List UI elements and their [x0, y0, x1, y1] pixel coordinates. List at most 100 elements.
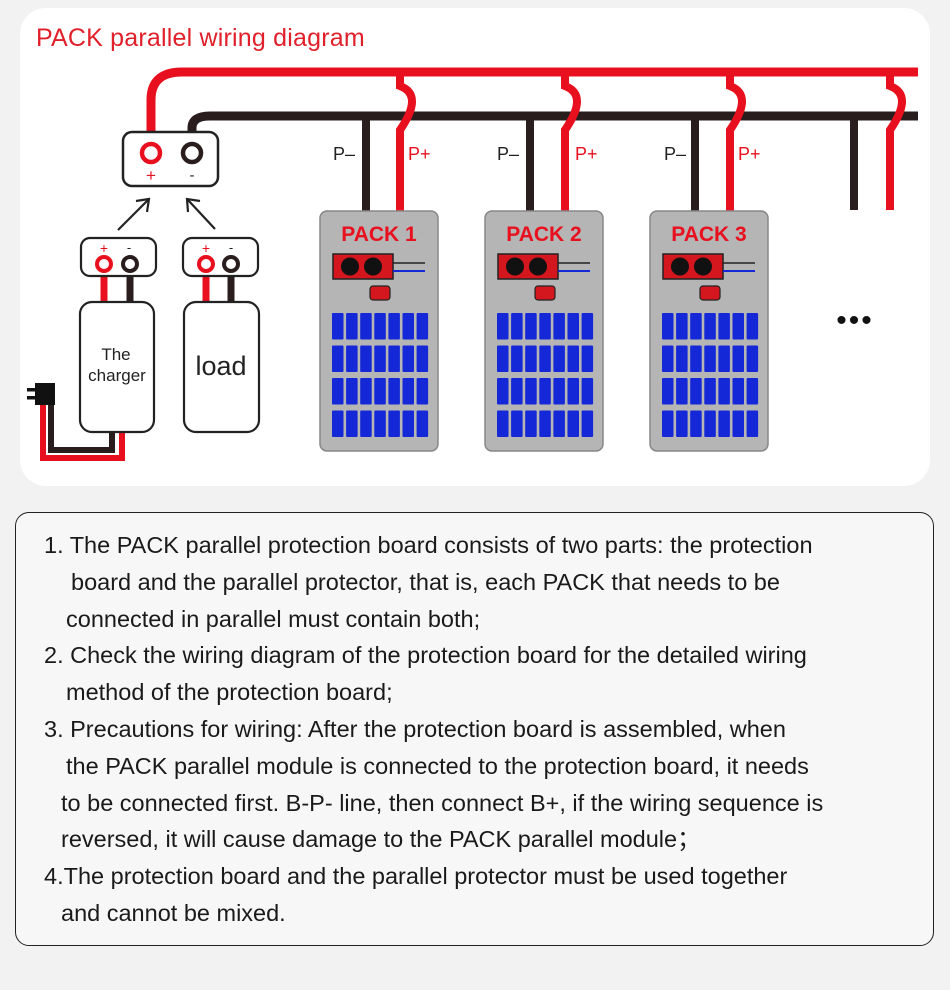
battery-cell-icon	[416, 410, 429, 437]
parallel-protector-icon	[369, 285, 391, 301]
power-plug-icon	[27, 383, 55, 405]
pack-title: PACK 2	[506, 223, 581, 246]
note-line: connected in parallel must contain both;	[66, 605, 481, 632]
connector-negative-terminal	[180, 141, 204, 165]
battery-cell-icon	[676, 345, 688, 372]
battery-cell-icon	[746, 410, 759, 437]
battery-cell-icon	[388, 410, 400, 437]
diagram-title: PACK parallel wiring diagram	[36, 24, 365, 52]
battery-cell-icon	[497, 410, 509, 437]
battery-cell-icon	[567, 410, 579, 437]
pack2-pplus-wire	[561, 72, 581, 212]
battery-cell-icon	[581, 345, 594, 372]
pack-3: PACK 3	[649, 210, 769, 452]
main-connector: + -	[121, 130, 220, 188]
wiring-diagram-card	[20, 8, 930, 486]
battery-cell-icon	[690, 345, 702, 372]
connector-positive-terminal	[139, 141, 163, 165]
battery-cell-icon	[497, 378, 509, 405]
battery-cell-icon	[402, 378, 414, 405]
note-line: the PACK parallel module is connected to…	[66, 752, 809, 779]
pack2-pplus-label: P+	[575, 144, 598, 164]
bus-wires	[146, 67, 918, 212]
pack3-pplus-label: P+	[738, 144, 761, 164]
battery-cell-icon	[402, 313, 414, 340]
charger-body	[78, 300, 156, 434]
load-positive-terminal	[197, 255, 215, 273]
battery-cell-icon	[662, 378, 674, 405]
battery-cell-icon	[525, 313, 537, 340]
battery-cell-icon	[539, 378, 551, 405]
battery-cell-icon	[746, 378, 759, 405]
battery-cell-icon	[662, 345, 674, 372]
note-line: and cannot be mixed.	[61, 899, 286, 926]
battery-cell-icon	[374, 345, 386, 372]
charger-positive-terminal	[95, 255, 113, 273]
battery-cell-icon	[511, 410, 523, 437]
battery-cell-icon	[662, 313, 674, 340]
battery-cell-icon	[360, 345, 372, 372]
pack3-pminus-label: P–	[664, 144, 686, 164]
pack-title: PACK 1	[341, 223, 417, 246]
battery-cell-icon	[567, 378, 579, 405]
battery-cell-icon	[332, 378, 344, 405]
pack3-pplus-wire	[726, 72, 746, 212]
battery-cell-icon	[360, 313, 372, 340]
battery-cell-icon	[553, 313, 565, 340]
battery-cell-icon	[525, 410, 537, 437]
note-line: 4.The protection board and the parallel …	[44, 863, 788, 890]
negative-bus-wire	[187, 111, 918, 142]
battery-cell-icon	[374, 313, 386, 340]
battery-cell-icon	[690, 378, 702, 405]
battery-cell-icon	[732, 378, 744, 405]
battery-cell-icon	[525, 345, 537, 372]
battery-cell-icon	[402, 345, 414, 372]
battery-cell-icon	[332, 410, 344, 437]
battery-cell-icon	[525, 378, 537, 405]
battery-cell-icon	[732, 410, 744, 437]
connector-plus-sign: +	[146, 166, 156, 185]
wiring-diagram: + - + - The charger	[27, 67, 918, 461]
battery-cell-icon	[704, 410, 716, 437]
battery-cell-icon	[360, 378, 372, 405]
battery-cell-icon	[497, 345, 509, 372]
battery-cell-icon	[553, 410, 565, 437]
more-packs-indicator: •••	[836, 304, 874, 337]
parallel-protector-icon	[534, 285, 556, 301]
pack2-pminus-label: P–	[497, 144, 519, 164]
pack-title: PACK 3	[671, 223, 746, 246]
extra-pplus-wire	[886, 72, 906, 210]
charger-negative-terminal	[121, 255, 139, 273]
pack1-pminus-label: P–	[333, 144, 355, 164]
note-line: method of the protection board;	[66, 679, 393, 706]
pack-1: PACK 1	[319, 210, 439, 452]
battery-cell-icon	[388, 345, 400, 372]
note-line: 1. The PACK parallel protection board co…	[44, 532, 813, 558]
battery-cell-icon	[360, 410, 372, 437]
parallel-protector-icon	[699, 285, 721, 301]
battery-cell-icon	[746, 313, 759, 340]
pack1-pplus-wire	[396, 72, 416, 212]
battery-cell-icon	[416, 378, 429, 405]
load-label: load	[195, 351, 246, 381]
battery-cell-icon	[416, 345, 429, 372]
fan-icon	[671, 257, 689, 276]
arrows	[117, 197, 216, 231]
battery-cell-icon	[511, 378, 523, 405]
battery-cell-icon	[718, 313, 730, 340]
load: + - load	[181, 236, 261, 434]
battery-cell-icon	[704, 345, 716, 372]
battery-cell-icon	[539, 313, 551, 340]
battery-cell-icon	[732, 345, 744, 372]
battery-cell-icon	[346, 313, 358, 340]
fan-icon	[694, 257, 712, 276]
note-line: 3. Precautions for wiring: After the pro…	[44, 715, 786, 742]
battery-cell-icon	[718, 378, 730, 405]
charger-minus-sign: -	[127, 240, 131, 255]
battery-cell-icon	[388, 378, 400, 405]
battery-cell-icon	[332, 345, 344, 372]
note-line: board and the parallel protector, that i…	[71, 568, 780, 595]
note-line: reversed, it will cause damage to the PA…	[61, 826, 701, 853]
battery-cell-icon	[581, 378, 594, 405]
fan-icon	[506, 257, 524, 276]
